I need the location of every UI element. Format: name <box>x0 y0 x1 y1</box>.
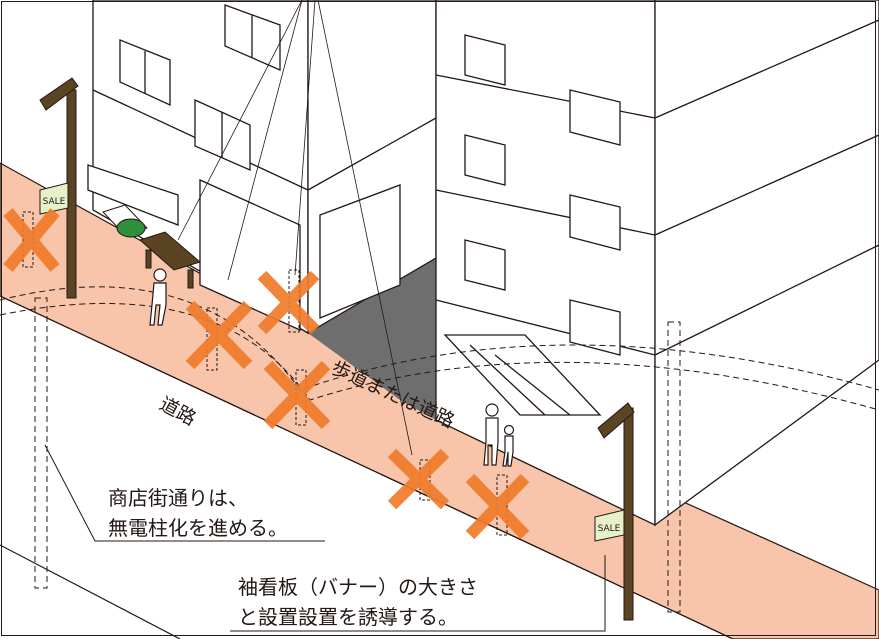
road-label: 道路 <box>156 393 200 430</box>
family-pedestrians-icon <box>483 403 515 467</box>
sale-sign-left-text: SALE <box>43 197 66 207</box>
note1-line1: 商店街通りは、 <box>108 486 248 510</box>
planter <box>102 204 148 238</box>
sale-sign-left: SALE <box>39 182 69 215</box>
prohibition-crosses <box>3 208 530 540</box>
right-building <box>435 0 879 527</box>
building-gap-ground <box>308 258 436 420</box>
sale-sign-right: SALE <box>594 509 625 542</box>
view-lines <box>177 0 413 456</box>
curb-line <box>0 295 734 639</box>
note2-leader-line <box>230 555 606 632</box>
note2-line2: と設置設置を誘導する。 <box>238 605 458 629</box>
overhead-wire <box>0 286 879 391</box>
note1-leader-line <box>44 444 325 542</box>
sale-sign-right-text: SALE <box>598 524 621 534</box>
note2-line1: 袖看板（バナー）の大きさ <box>238 575 478 599</box>
removed-pole-left <box>34 297 48 589</box>
pedestrian-icon <box>149 268 167 326</box>
road-edge-line <box>0 544 181 639</box>
bench <box>139 231 202 289</box>
overhead-wire <box>0 302 879 411</box>
removed-pole-right <box>667 321 681 613</box>
left-building <box>87 0 437 335</box>
note1-line2: 無電柱化を進める。 <box>108 516 288 540</box>
